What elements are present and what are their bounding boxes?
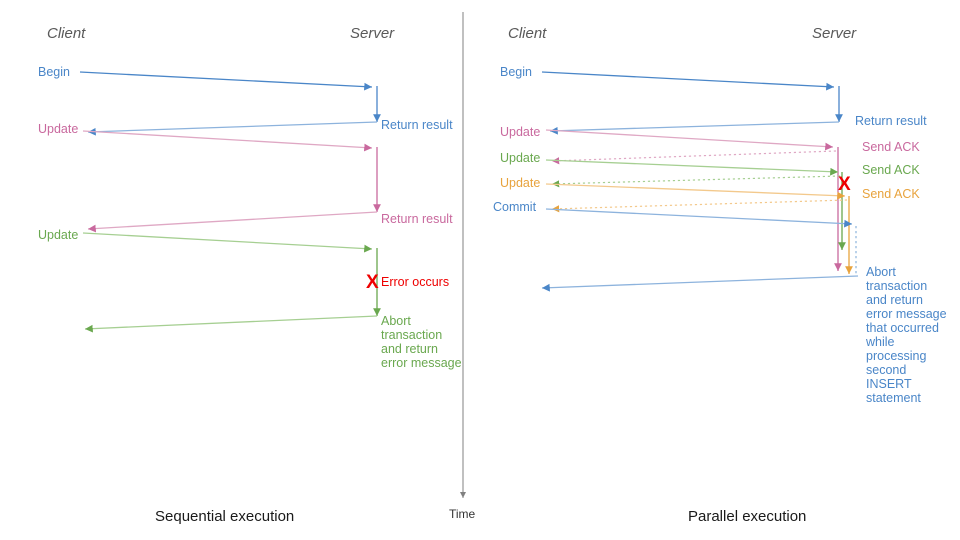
right-arrow-ack-green	[551, 175, 841, 188]
right-label-begin: Begin	[500, 65, 532, 79]
left-arrow-begin	[79, 71, 373, 91]
right-arrow-return-result-blue	[549, 121, 840, 135]
right-arrow-ack-orange	[551, 199, 848, 213]
left-panel	[79, 71, 381, 333]
right-label-abort-7: processing	[866, 349, 926, 363]
right-label-send-ack-green: Send ACK	[862, 163, 920, 177]
left-arrow-update-pink	[82, 130, 373, 152]
left-label-abort-4: error message	[381, 356, 462, 370]
right-label-return-result: Return result	[855, 114, 927, 128]
right-label-update-pink: Update	[500, 125, 540, 139]
right-arrow-update-green	[545, 159, 839, 176]
right-label-send-ack-orange: Send ACK	[862, 187, 920, 201]
right-panel	[541, 71, 859, 292]
right-label-abort-5: that occurred	[866, 321, 939, 335]
right-label-send-ack-pink: Send ACK	[862, 140, 920, 154]
right-label-abort-3: and return	[866, 293, 923, 307]
right-label-update-green: Update	[500, 151, 540, 165]
right-arrow-update-orange	[545, 183, 846, 200]
right-arrow-update-pink	[545, 129, 834, 151]
right-error-x-icon: X	[838, 174, 851, 195]
left-label-update-green: Update	[38, 228, 78, 242]
right-arrow-begin	[541, 71, 835, 91]
right-caption: Parallel execution	[688, 508, 806, 525]
left-label-return-result-pink: Return result	[381, 212, 453, 226]
left-label-error-occurs: Error occurs	[381, 275, 449, 289]
left-arrow-abort-return	[84, 315, 378, 333]
left-error-x-icon: X	[366, 272, 379, 293]
left-caption: Sequential execution	[155, 508, 294, 525]
left-server-header: Server	[350, 25, 395, 42]
left-label-abort-1: Abort	[381, 314, 411, 328]
right-label-update-orange: Update	[500, 176, 540, 190]
left-arrow-return-result-pink	[87, 211, 378, 233]
left-label-return-result-blue: Return result	[381, 118, 453, 132]
right-label-abort-10: statement	[866, 391, 921, 405]
right-server-header: Server	[812, 25, 857, 42]
left-label-update-pink: Update	[38, 122, 78, 136]
right-label-abort-9: INSERT	[866, 377, 912, 391]
right-label-abort-6: while	[865, 335, 895, 349]
left-arrow-update-green	[82, 232, 373, 253]
right-label-abort-1: Abort	[866, 265, 896, 279]
left-client-header: Client	[47, 25, 86, 42]
left-label-begin: Begin	[38, 65, 70, 79]
left-label-abort-2: transaction	[381, 328, 442, 342]
right-label-commit: Commit	[493, 200, 537, 214]
right-label-abort-4: error message	[866, 307, 947, 321]
right-label-abort-2: transaction	[866, 279, 927, 293]
right-arrow-ack-pink	[551, 150, 837, 165]
time-axis-label: Time	[449, 507, 476, 521]
right-client-header: Client	[508, 25, 547, 42]
left-arrow-return-result-blue	[87, 121, 378, 136]
right-arrow-commit	[545, 208, 853, 228]
right-arrow-abort-return	[541, 275, 859, 292]
left-label-abort-3: and return	[381, 342, 438, 356]
right-label-abort-8: second	[866, 363, 906, 377]
